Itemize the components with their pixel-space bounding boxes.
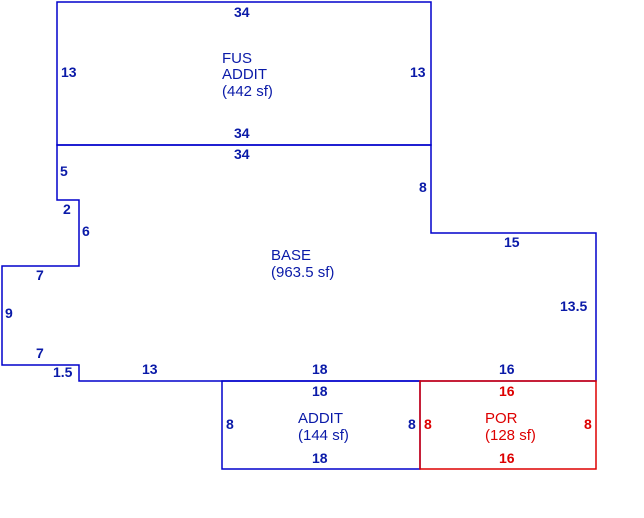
dim-base-right-upper: 8 bbox=[419, 179, 427, 195]
base-outline bbox=[1, 144, 597, 382]
dim-base-bottom-18: 18 bbox=[312, 361, 328, 377]
dim-fus-bottom: 34 bbox=[234, 125, 250, 141]
dim-base-left-upper: 5 bbox=[60, 163, 68, 179]
dim-por-left: 8 bbox=[424, 416, 432, 432]
dim-fus-right: 13 bbox=[410, 64, 426, 80]
dim-base-left-side: 9 bbox=[5, 305, 13, 321]
dim-por-bottom: 16 bbox=[499, 450, 515, 466]
fus-area-name-2: ADDIT bbox=[222, 66, 267, 83]
dim-fus-left: 13 bbox=[61, 64, 77, 80]
dim-addit-left: 8 bbox=[226, 416, 234, 432]
dim-base-right-step: 15 bbox=[504, 234, 520, 250]
dim-base-top: 34 bbox=[234, 146, 250, 162]
dim-por-top: 16 bbox=[499, 383, 515, 399]
addit-area-size: (144 sf) bbox=[298, 427, 349, 444]
dim-base-left-step-bottom: 7 bbox=[36, 345, 44, 361]
dim-addit-right: 8 bbox=[408, 416, 416, 432]
dim-base-notch-side: 6 bbox=[82, 223, 90, 239]
dim-fus-top: 34 bbox=[234, 4, 250, 20]
dim-addit-bottom: 18 bbox=[312, 450, 328, 466]
por-area-name: POR bbox=[485, 410, 518, 427]
fus-area-name-1: FUS bbox=[222, 50, 252, 67]
fus-area-size: (442 sf) bbox=[222, 83, 273, 100]
addit-area-name: ADDIT bbox=[298, 410, 343, 427]
dim-base-bottom-16: 16 bbox=[499, 361, 515, 377]
por-outline bbox=[419, 380, 597, 470]
dim-addit-top: 18 bbox=[312, 383, 328, 399]
dim-base-right-lower: 13.5 bbox=[560, 298, 587, 314]
dim-base-bottom-small: 1.5 bbox=[53, 364, 73, 380]
base-area-name: BASE bbox=[271, 247, 311, 264]
dim-base-bottom-13: 13 bbox=[142, 361, 158, 377]
base-area-size: (963.5 sf) bbox=[271, 264, 334, 281]
dim-base-left-step-top: 7 bbox=[36, 267, 44, 283]
dim-base-notch-top: 2 bbox=[63, 201, 71, 217]
por-area-size: (128 sf) bbox=[485, 427, 536, 444]
dim-por-right: 8 bbox=[584, 416, 592, 432]
